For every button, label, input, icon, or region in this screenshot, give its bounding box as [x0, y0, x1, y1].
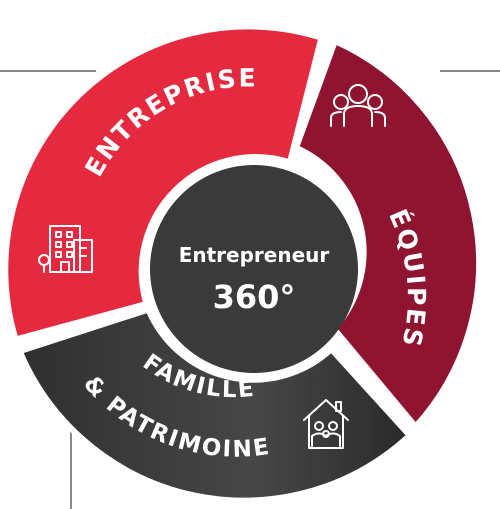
frame-line-top-right: [440, 70, 500, 72]
center-subtitle: 360°: [213, 278, 296, 316]
family-home-icon: [303, 399, 349, 449]
frame-line-left-vertical: [70, 380, 72, 509]
team-icon: [330, 84, 386, 127]
frame-line-top-left: [0, 70, 96, 72]
segment-famille-patrimoine[interactable]: [15, 305, 414, 504]
center-hub: [150, 165, 358, 373]
center-title: Entrepreneur: [179, 243, 330, 267]
building-icon: [38, 225, 93, 273]
segment-entreprise[interactable]: [2, 23, 326, 344]
segment-equipes[interactable]: [292, 36, 483, 432]
